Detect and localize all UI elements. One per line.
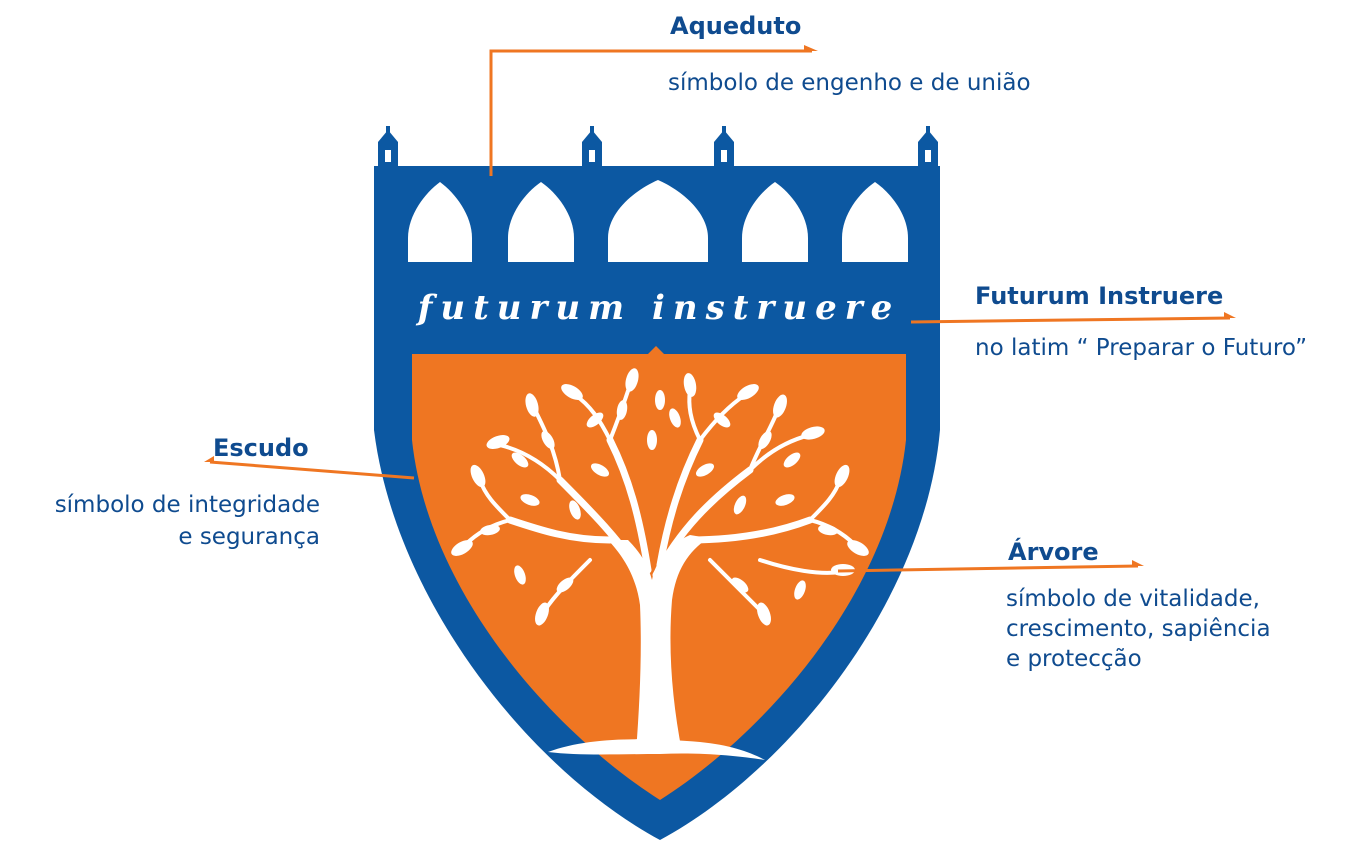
aqueduct-arches [408,180,908,262]
escudo-description-line-2: e segurança [178,524,320,550]
futurum-description: no latim “ Preparar o Futuro” [975,335,1308,361]
tree-illustration [451,368,869,760]
aqueduto-leader [489,49,812,176]
motto-marker [648,346,664,354]
arvore-description-line-2: crescimento, sapiência [1006,616,1271,642]
turret-windows [385,150,931,162]
aqueduct-turrets [378,126,938,168]
callout-arrowheads [204,45,1236,566]
callout-leaders [209,49,1231,573]
escudo-title: Escudo [213,434,309,462]
arvore-description-line-3: e protecção [1006,646,1142,672]
arvore-leader [837,564,1139,573]
escudo-leader [209,460,415,480]
motto-text: futurum instruere [417,288,901,328]
futurum-title: Futurum Instruere [975,282,1224,310]
arvore-description-line-1: símbolo de vitalidade, [1006,586,1260,612]
aqueduto-description: símbolo de engenho e de união [668,70,1031,96]
futurum-leader [910,316,1231,324]
arvore-title: Árvore [1008,538,1099,566]
escudo-description-line-1: símbolo de integridade [54,492,320,518]
aqueduto-title: Aqueduto [670,12,802,40]
